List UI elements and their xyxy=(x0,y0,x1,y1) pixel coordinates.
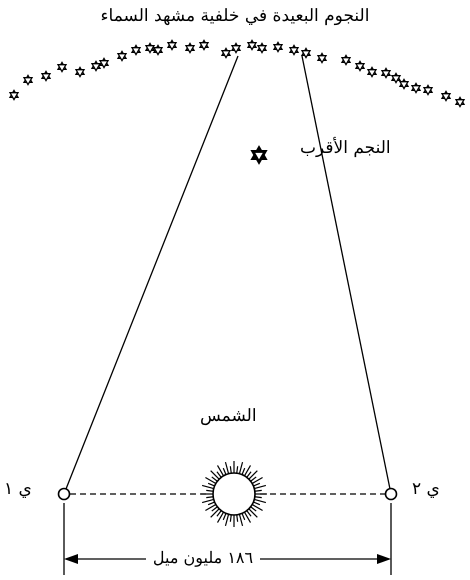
sun-ray xyxy=(211,509,219,517)
background-star-icon xyxy=(76,67,84,76)
sun-ray xyxy=(237,515,238,522)
sun-icon xyxy=(201,461,267,527)
background-star-icon xyxy=(392,73,400,82)
sun-ray xyxy=(223,468,226,474)
background-star-icon xyxy=(400,79,408,88)
background-star-icon xyxy=(368,67,376,76)
background-star-icon xyxy=(58,62,66,71)
background-star-icon xyxy=(100,58,108,67)
background-star-icon xyxy=(168,40,176,49)
sun-ray xyxy=(217,511,221,517)
background-star-icon xyxy=(232,43,240,52)
background-star-icon xyxy=(258,43,266,52)
sun-ray xyxy=(225,514,228,526)
background-star-icon xyxy=(132,45,140,54)
background-star-icon xyxy=(186,43,194,52)
sun-ray xyxy=(211,471,219,479)
sun-ray xyxy=(212,507,218,511)
sun-ray xyxy=(230,466,231,473)
sun-ray xyxy=(202,499,214,502)
earth-position-2-label: ي ٢ xyxy=(412,479,440,499)
sun-ray xyxy=(254,499,266,502)
background-stars-label: النجوم البعيدة في خلفية مشهد السماء xyxy=(0,6,470,26)
background-star-icon xyxy=(302,48,310,57)
sun-ray xyxy=(253,502,259,505)
background-star-icon xyxy=(248,40,256,49)
sun-ray xyxy=(208,502,214,505)
sun-ray xyxy=(251,507,257,511)
background-star-icon xyxy=(222,48,230,57)
sun-ray xyxy=(255,497,262,498)
background-star-icon xyxy=(274,42,282,51)
background-star-icon xyxy=(412,83,420,92)
sun-ray xyxy=(247,472,251,478)
sun-ray xyxy=(208,483,214,486)
sun-ray xyxy=(206,497,213,498)
nearest-star-icon xyxy=(253,148,265,162)
background-stars xyxy=(10,40,464,106)
sight-line-from-e2 xyxy=(302,56,391,494)
sun-ray xyxy=(223,513,226,519)
background-star-icon xyxy=(10,90,18,99)
background-star-icon xyxy=(118,51,126,60)
background-star-icon xyxy=(382,68,390,77)
background-star-icon xyxy=(146,43,154,52)
background-star-icon xyxy=(318,53,326,62)
background-star-icon xyxy=(42,71,50,80)
sun-ray xyxy=(230,515,231,522)
earth-position-2-icon xyxy=(386,489,397,500)
sun-ray xyxy=(242,513,245,519)
sun-ray xyxy=(249,471,257,479)
sun-ray xyxy=(249,509,257,517)
sun-ray xyxy=(253,483,259,486)
sun-ray xyxy=(255,490,262,491)
background-star-icon xyxy=(290,45,298,54)
sun-ray xyxy=(206,490,213,491)
sun-ray xyxy=(225,462,228,474)
baseline-distance-label: ١٨٦ مليون ميل xyxy=(146,548,260,567)
background-star-icon xyxy=(154,45,162,54)
earth-position-1-label: ي ١ xyxy=(4,479,32,499)
nearest-star-label: النجم الأقرب xyxy=(300,138,391,158)
background-star-icon xyxy=(342,55,350,64)
sun-ray xyxy=(212,477,218,481)
background-star-icon xyxy=(356,61,364,70)
background-star-icon xyxy=(24,75,32,84)
sun-ray xyxy=(239,514,242,526)
background-star-icon xyxy=(442,91,450,100)
background-star-icon xyxy=(200,40,208,49)
arrowhead-left-icon xyxy=(64,554,78,564)
arrowhead-right-icon xyxy=(377,554,391,564)
sun-label: الشمس xyxy=(200,406,257,426)
sun-ray xyxy=(242,468,245,474)
sun-ray xyxy=(217,472,221,478)
background-star-icon xyxy=(424,85,432,94)
sun-ray xyxy=(247,511,251,517)
sun-ray xyxy=(237,466,238,473)
sun-ray xyxy=(251,477,257,481)
sun-ray xyxy=(239,462,242,474)
sun-ray xyxy=(254,485,266,488)
sun-ray xyxy=(202,485,214,488)
sight-line-from-e1 xyxy=(64,56,238,494)
background-star-icon xyxy=(92,61,100,70)
background-star-icon xyxy=(456,97,464,106)
earth-position-1-icon xyxy=(59,489,70,500)
